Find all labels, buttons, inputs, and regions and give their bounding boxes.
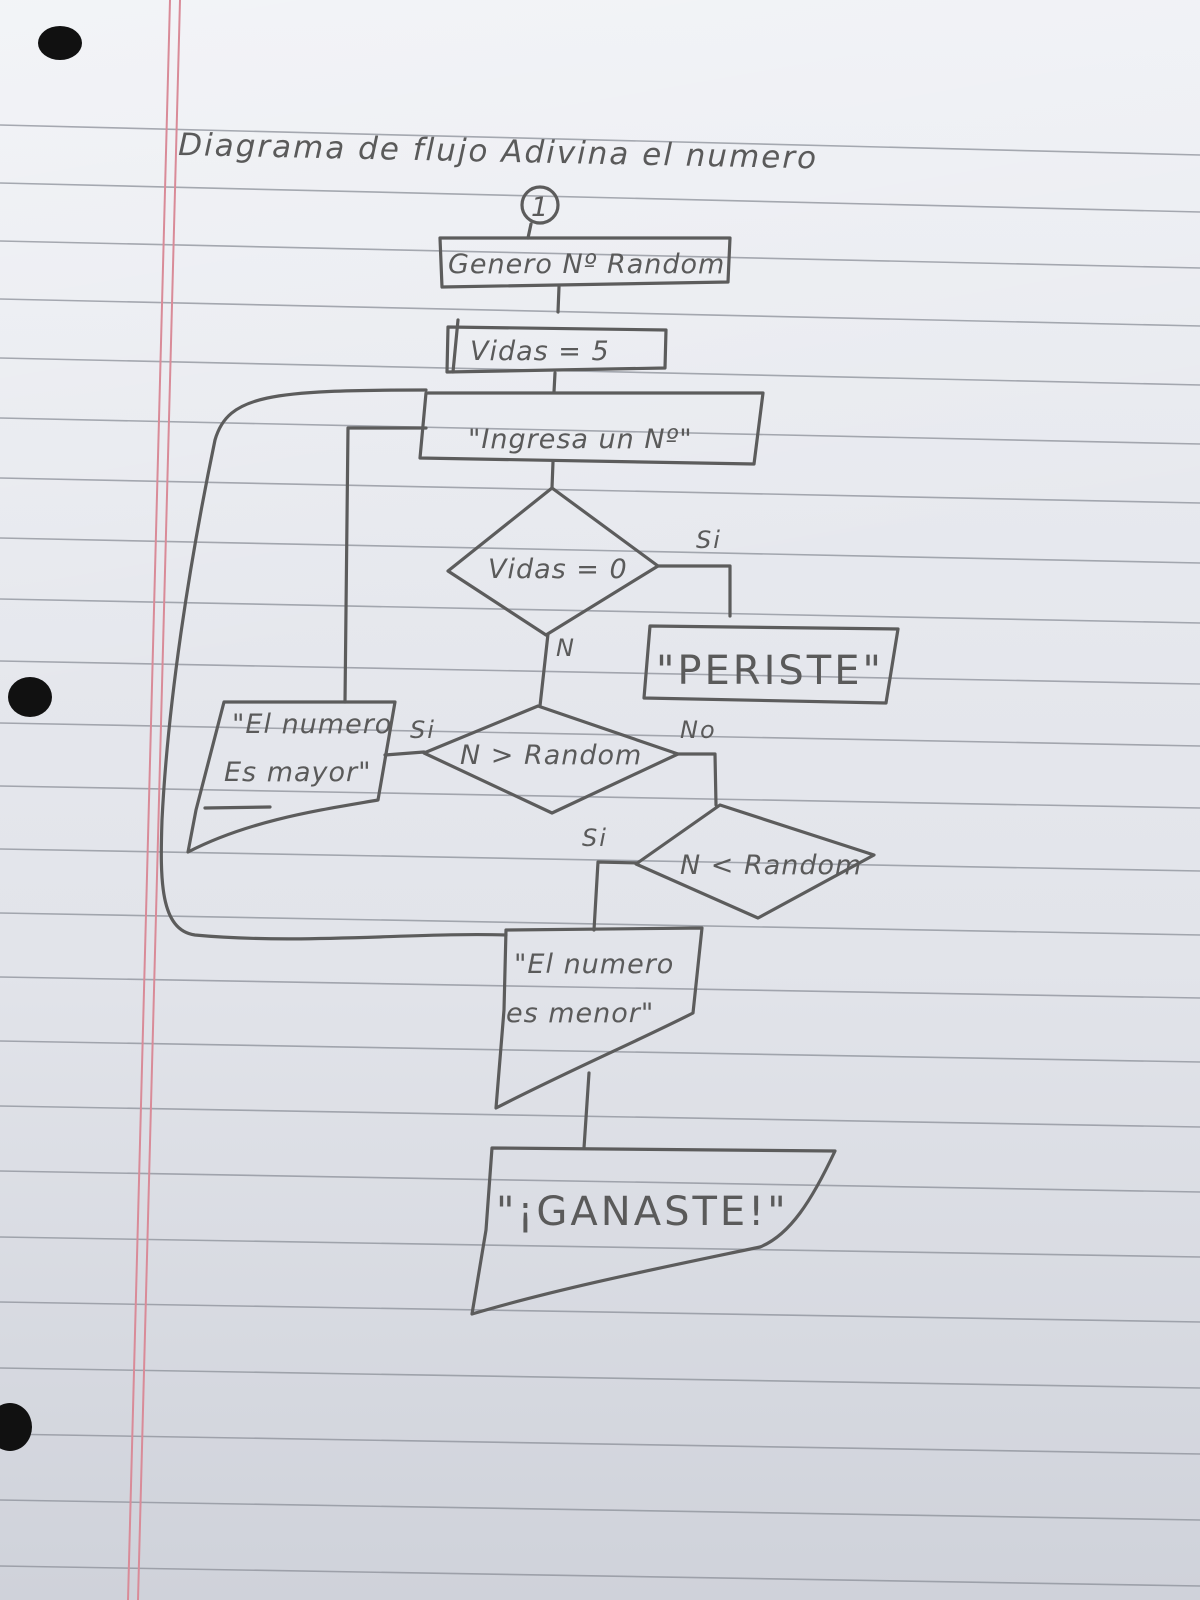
lives-init-process: Vidas = 5 bbox=[445, 318, 668, 374]
page-title: Diagrama de flujo Adivina el numero bbox=[178, 127, 819, 176]
greater-message-line2: Es mayor" bbox=[224, 757, 372, 788]
start-label: 1 bbox=[531, 192, 549, 223]
less-than-label: N < Random bbox=[680, 850, 862, 881]
input-number-io: "Ingresa un Nº" bbox=[418, 391, 765, 466]
binder-hole-top bbox=[38, 26, 82, 60]
greater-message-output: "El numero Es mayor" bbox=[186, 700, 397, 854]
binder-hole-bottom bbox=[0, 1403, 32, 1451]
binder-holes bbox=[0, 26, 82, 1451]
margin-lines bbox=[127, 0, 181, 1600]
lives-no-label: N bbox=[556, 634, 576, 662]
less-message-line1: "El numero bbox=[514, 949, 674, 980]
win-output: "¡GANASTE!" bbox=[470, 1146, 837, 1316]
greater-no-label: No bbox=[680, 716, 717, 744]
binder-hole-middle bbox=[8, 677, 52, 717]
less-message-line2: es menor" bbox=[506, 998, 654, 1029]
greater-than-decision: N > Random bbox=[422, 704, 680, 815]
win-label: "¡GANASTE!" bbox=[496, 1189, 789, 1235]
greater-message-line1: "El numero bbox=[232, 709, 392, 740]
less-yes-label: Si bbox=[582, 824, 608, 852]
lives-zero-decision: Vidas = 0 bbox=[446, 486, 660, 637]
start-node: 1 bbox=[520, 185, 560, 225]
less-message-output: "El numero es menor" bbox=[494, 926, 704, 1110]
greater-than-label: N > Random bbox=[460, 740, 642, 771]
flow-connectors bbox=[159, 222, 732, 1150]
lost-output: "PERISTE" bbox=[642, 624, 900, 705]
lost-label: "PERISTE" bbox=[656, 648, 884, 694]
less-than-decision: N < Random bbox=[634, 803, 876, 920]
input-number-label: "Ingresa un Nº" bbox=[468, 424, 693, 455]
lives-zero-label: Vidas = 0 bbox=[488, 554, 628, 585]
generate-random-process: Genero Nº Random bbox=[438, 236, 732, 289]
generate-random-label: Genero Nº Random bbox=[448, 249, 725, 280]
lives-init-label: Vidas = 5 bbox=[470, 336, 610, 367]
lives-yes-label: Si bbox=[696, 526, 722, 554]
greater-yes-label: Si bbox=[410, 716, 436, 744]
